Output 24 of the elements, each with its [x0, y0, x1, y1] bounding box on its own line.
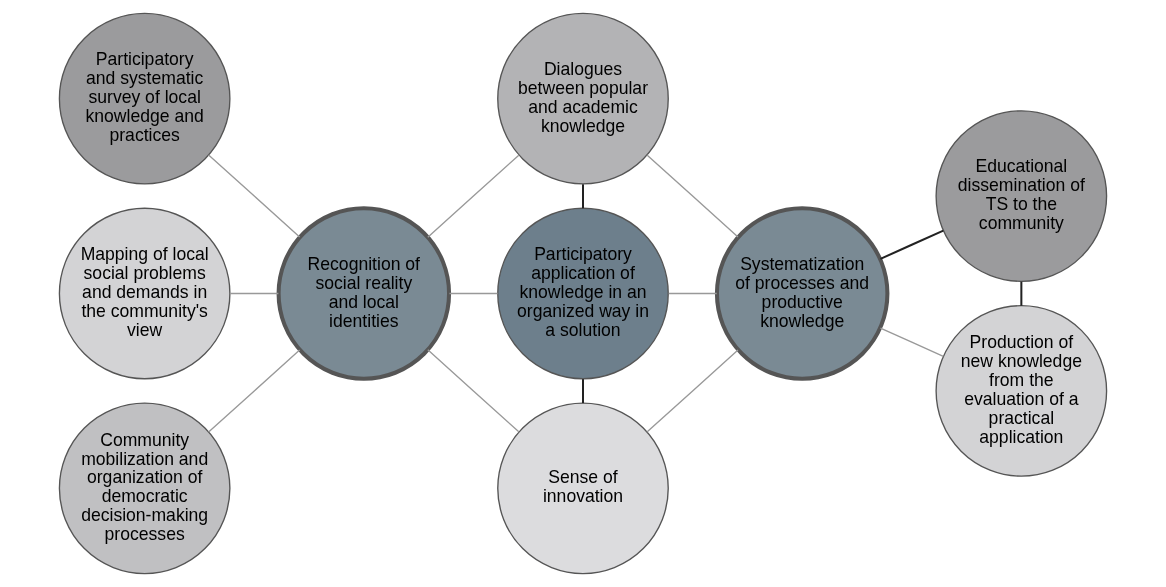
- node-circle: Participatory application of knowledge in an organized way in a solution: [497, 207, 669, 380]
- connector: [427, 154, 520, 238]
- node-circle: Production of new knowledge from the evaluation of a practical application: [935, 305, 1108, 477]
- node-circle: Sense of innovation: [497, 402, 669, 575]
- connector: [229, 292, 280, 295]
- connector: [207, 154, 301, 238]
- connector: [668, 292, 718, 295]
- node-circle: Mapping of local social problems and demands in the community's view: [58, 207, 231, 380]
- node-circle: Educational dissemination of TS to the community: [935, 110, 1108, 282]
- connector: [1020, 281, 1023, 306]
- node-circle: Dialogues between popular and academic knowledge: [497, 12, 669, 185]
- connector: [207, 349, 301, 433]
- connector: [646, 154, 739, 238]
- node-circle: Recognition of social reality and local identities: [276, 206, 452, 381]
- connector: [448, 292, 499, 295]
- node-circle: Systematization of processes and productive knowledge: [714, 206, 890, 381]
- connector: [879, 327, 944, 358]
- connector: [646, 349, 739, 433]
- connector: [582, 184, 584, 209]
- node-circle: Participatory and systematic survey of local knowledge and practices: [58, 12, 231, 185]
- node-circle: Community mobilization and organization of democratic decision-making processes: [58, 402, 231, 575]
- connector: [582, 379, 584, 404]
- connector: [427, 349, 520, 433]
- connector: [880, 229, 944, 260]
